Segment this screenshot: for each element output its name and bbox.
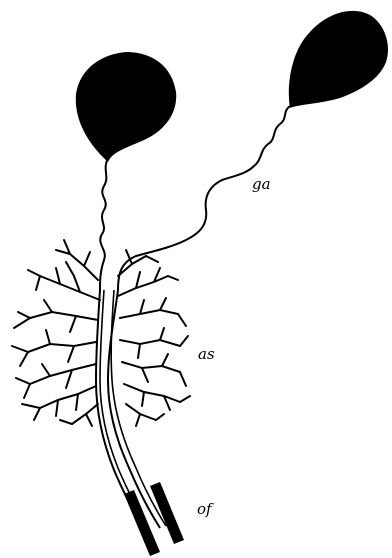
fiber-terminal-right <box>150 482 184 544</box>
label-of: of <box>197 502 212 517</box>
fiber-terminal-left <box>124 490 160 556</box>
label-as: as <box>198 347 215 362</box>
cell-body-left <box>76 52 176 162</box>
label-ga: ga <box>252 177 271 192</box>
cell-body-right <box>289 11 388 108</box>
